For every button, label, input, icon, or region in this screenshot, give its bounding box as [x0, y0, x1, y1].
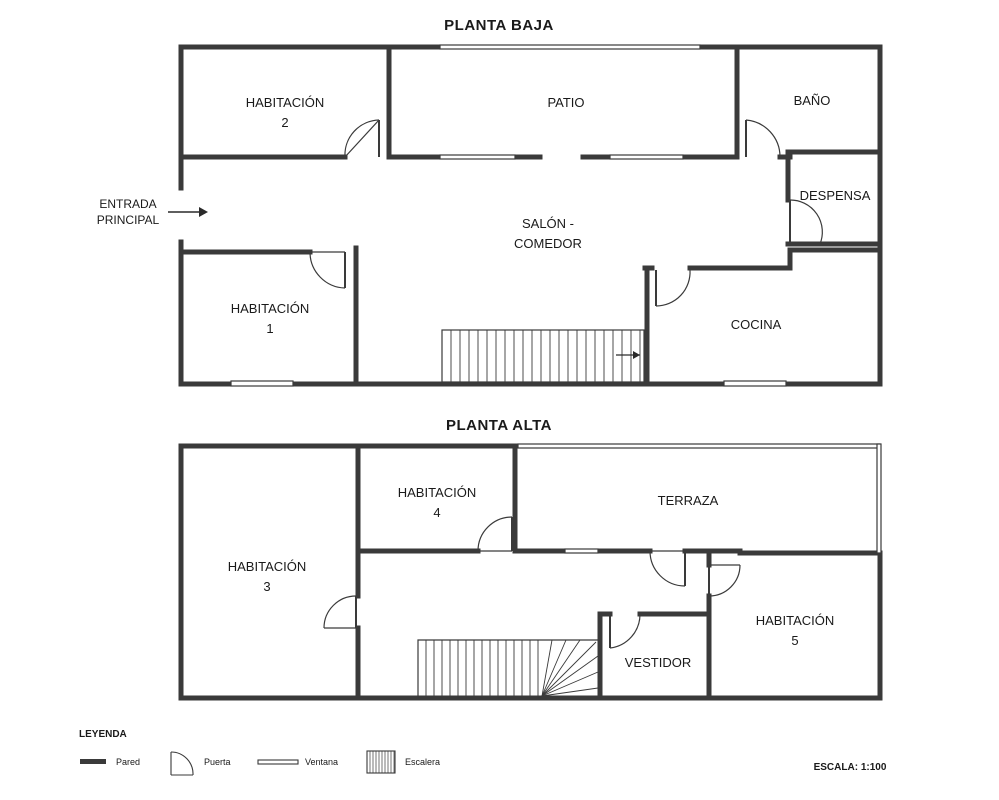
legend-door-label: Puerta [204, 757, 231, 767]
ground-floor-doors [309, 119, 823, 307]
room-habitacion-5-number: 5 [791, 633, 798, 648]
room-habitacion-5-label: HABITACIÓN [756, 613, 835, 628]
legend-wall-label: Pared [116, 757, 140, 767]
entrance-label-line1: ENTRADA [99, 197, 156, 211]
room-vestidor-label: VESTIDOR [625, 655, 691, 670]
door-habitacion-4[interactable] [477, 516, 513, 552]
legend-heading: LEYENDA [79, 729, 127, 740]
room-habitacion-3-number: 3 [263, 579, 270, 594]
door-habitacion-2[interactable] [344, 119, 380, 158]
scale-label: ESCALA: 1:100 [814, 762, 887, 773]
legend: LEYENDA Pared Puerta Ventana Escalera [79, 729, 440, 776]
room-habitacion-2-label: HABITACIÓN [246, 95, 325, 110]
entrance-arrow [168, 207, 208, 217]
legend-window-label: Ventana [305, 757, 338, 767]
room-habitacion-4-label: HABITACIÓN [398, 485, 477, 500]
legend-door-icon [170, 751, 194, 776]
room-comedor-label: COMEDOR [514, 236, 582, 251]
room-terraza-label: TERRAZA [658, 493, 719, 508]
terrace-railing [517, 443, 882, 554]
ground-floor-walls [178, 44, 883, 387]
legend-wall-swatch [80, 759, 106, 764]
room-habitacion-3-label: HABITACIÓN [228, 559, 307, 574]
room-bano-label: BAÑO [794, 93, 831, 108]
door-terraza[interactable] [649, 550, 686, 587]
legend-window-swatch [257, 759, 299, 765]
room-habitacion-1-label: HABITACIÓN [231, 301, 310, 316]
upper-floor-windows [564, 548, 599, 554]
upper-floor-walls [178, 443, 883, 701]
room-cocina-label: COCINA [731, 317, 782, 332]
ground-floor-title: PLANTA BAJA [444, 17, 554, 34]
room-patio-label: PATIO [547, 95, 584, 110]
legend-stair-label: Escalera [405, 757, 440, 767]
ground-floor-windows [230, 44, 787, 387]
door-cocina[interactable] [655, 269, 691, 307]
room-habitacion-4-number: 4 [433, 505, 440, 520]
room-despensa-label: DESPENSA [800, 188, 871, 203]
door-despensa[interactable] [789, 199, 823, 245]
door-habitacion-5[interactable] [708, 564, 741, 597]
door-habitacion-1[interactable] [309, 251, 346, 289]
room-salon-label: SALÓN - [522, 216, 574, 231]
door-habitacion-3[interactable] [323, 595, 357, 629]
door-vestidor[interactable] [609, 613, 641, 649]
upper-floor-doors [323, 516, 741, 649]
upper-floor-stair [417, 639, 599, 697]
ground-floor-stair [441, 329, 645, 383]
entrance-label-line2: PRINCIPAL [97, 213, 160, 227]
upper-floor-title: PLANTA ALTA [446, 417, 552, 434]
door-bano[interactable] [745, 119, 781, 158]
room-habitacion-1-number: 1 [266, 321, 273, 336]
room-habitacion-2-number: 2 [281, 115, 288, 130]
